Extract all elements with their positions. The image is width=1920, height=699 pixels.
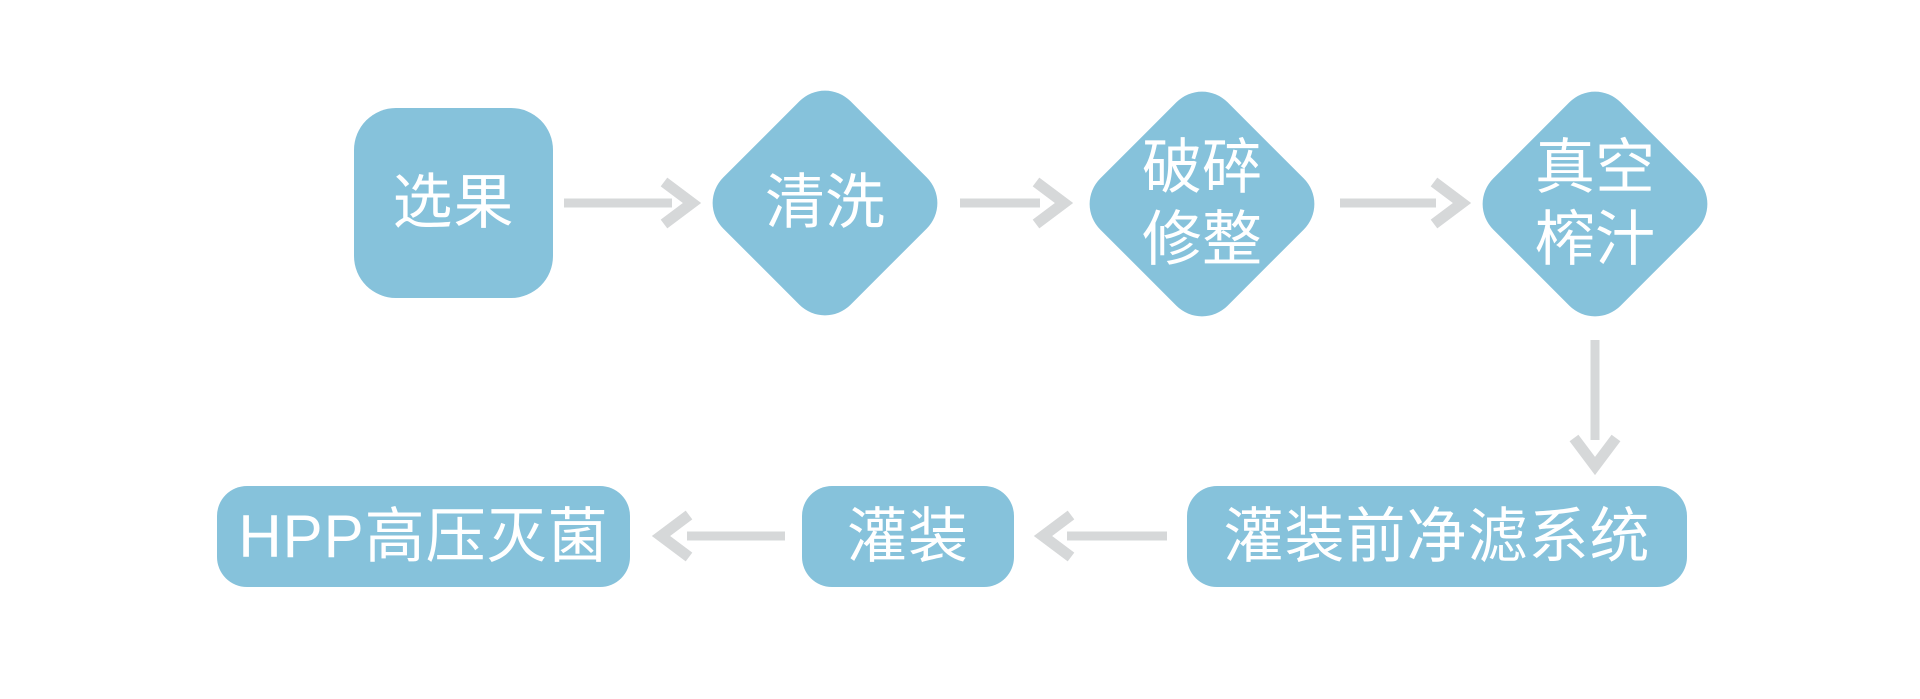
node-filling: 灌装	[802, 486, 1014, 587]
arrow-left-icon	[651, 510, 785, 562]
node-pre-fill-filtration: 灌装前净滤系统	[1187, 486, 1687, 587]
node-vacuum-juicing-line1: 真空	[1535, 134, 1655, 201]
node-hpp-sterilization: HPP高压灭菌	[217, 486, 630, 587]
arrow-left-icon	[1033, 510, 1167, 562]
node-vacuum-juicing-line2: 榨汁	[1535, 206, 1655, 273]
node-vacuum-juicing: 真空 榨汁	[1468, 77, 1722, 331]
arrow-right-icon	[1340, 177, 1472, 229]
arrow-down-icon	[1569, 340, 1621, 476]
node-crush-trim-line2: 修整	[1142, 206, 1262, 273]
arrow-right-icon	[564, 177, 702, 229]
node-select-fruit: 选果	[354, 108, 553, 298]
node-washing: 清洗	[765, 169, 885, 236]
node-crush-trim: 破碎 修整	[1075, 77, 1329, 331]
node-crush-trim-line1: 破碎	[1142, 134, 1262, 201]
arrow-right-icon	[960, 177, 1074, 229]
